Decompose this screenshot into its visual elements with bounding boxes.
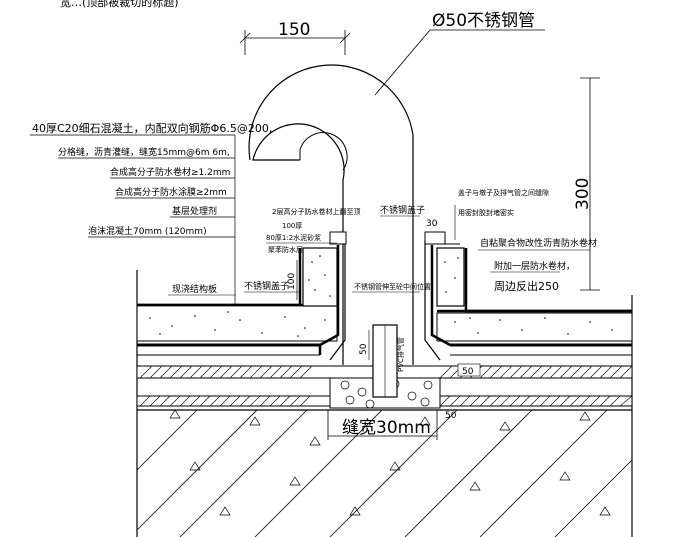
dim-50-vertical: 50 (359, 343, 369, 355)
hatch-pattern (139, 365, 633, 407)
right-cap (424, 231, 446, 245)
fine-concrete-right (436, 312, 633, 342)
cap-note-1: 盖子与墩子及排气管之间缝隙 (458, 188, 549, 197)
gap-label: 缝宽30mm (342, 418, 431, 438)
dim-300 (580, 77, 600, 291)
ss-cover2-label: 不锈钢盖子 (380, 204, 425, 216)
vent-pipe-inner (299, 132, 348, 171)
pvc-label: PVC排气管 (396, 337, 405, 372)
gap-dim (327, 410, 438, 440)
vent-pipe-outer-2 (248, 64, 414, 365)
slab-hatch (136, 409, 633, 537)
dim-50-side: 50 (462, 367, 474, 377)
right-inner-membrane (430, 245, 451, 347)
right-inner-membrane-2 (424, 240, 441, 361)
dim-150-label: 150 (278, 20, 310, 40)
left-pier (302, 247, 338, 307)
dim-300-label: 300 (573, 178, 593, 210)
structural-slab-label: 现浇结构板 (172, 283, 217, 295)
left-inner-membrane-2 (329, 240, 346, 361)
note-line-1: 40厚C20细石混凝土，内配双向钢筋Φ6.5@200, (32, 121, 272, 135)
title-text: 宽…(顶部被裁切的标题) (60, 0, 179, 9)
dim-150 (239, 30, 351, 55)
note-line-6: 泡沫混凝土70mm (120mm) (88, 225, 207, 237)
gravel-circles (340, 379, 433, 409)
left-inner-membrane (318, 245, 340, 355)
pier-speckle (308, 255, 459, 297)
extra-layer-label: 附加一层防水卷材， (494, 260, 575, 272)
dim-50-side-box (457, 363, 481, 377)
note-line-3: 合成高分子防水卷材≥1.2mm (110, 166, 230, 178)
dim-50-bottom: 50 (445, 411, 457, 421)
dim-30-label: 30 (426, 219, 438, 229)
left-cap (329, 231, 347, 245)
left-note-leaders (30, 134, 236, 305)
note-line-5: 基层处理剂 (172, 205, 217, 217)
upturn-label: 周边反出250 (494, 279, 559, 293)
slab-triangles (169, 409, 611, 516)
note-line-2: 分格缝，沥青灌缝，缝宽15mm@6m 6m, (58, 146, 230, 158)
left-upturn-membrane (137, 248, 302, 307)
dim-100-label: 100 (287, 273, 297, 290)
inner-label-1: 2层高分子防水卷材上翻至顶 (272, 207, 360, 216)
inner-label-2: 100厚 (282, 222, 302, 230)
pipe-leader (374, 29, 431, 96)
vent-pipe-outer (252, 123, 345, 365)
ss-cover-label: 不锈钢盖子 (244, 280, 289, 292)
note-line-4: 合成高分子防水涂膜≥2mm (115, 186, 227, 198)
concrete-speckle (149, 311, 613, 337)
self-adhesive-label: 自粘聚合物改性沥青防水卷材 (480, 237, 597, 249)
right-pier (436, 247, 465, 307)
inner-label-3: 80厚1:2水泥砂浆 (266, 233, 321, 242)
right-upturn-membrane (464, 248, 632, 313)
cap-note-2: 用密封胶封堵密实 (458, 208, 514, 217)
pipe-through-label: 不锈钢管伸至砼中间位置 (354, 282, 431, 291)
inner-label-4: 聚苯防水层 (268, 245, 303, 254)
fine-concrete-left (136, 304, 338, 342)
pipe-label: Ø50不锈钢管 (432, 11, 535, 31)
